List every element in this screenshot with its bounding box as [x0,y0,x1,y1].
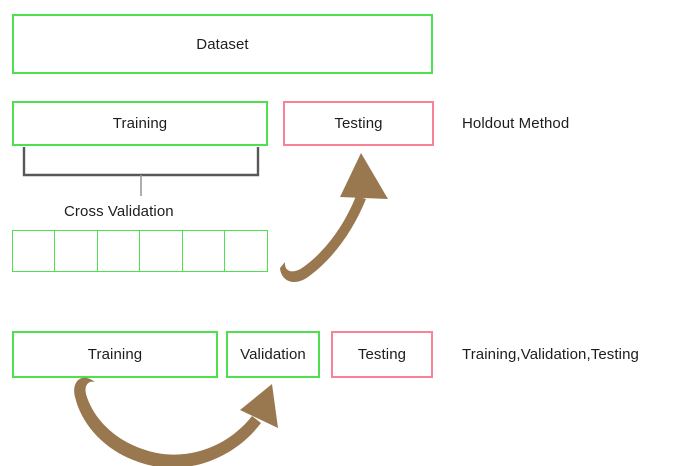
cross-validation-folds [12,230,269,272]
holdout-testing-label: Testing [334,115,383,132]
folds-to-testing-arrow [280,153,388,283]
three-way-validation-box[interactable]: Validation [226,331,320,378]
three-way-split-label: Training,Validation,Testing [462,346,639,363]
three-way-testing-label: Testing [357,346,407,363]
three-way-testing-box[interactable]: Testing [331,331,433,378]
holdout-training-label: Training [112,115,168,132]
holdout-training-box[interactable]: Training [12,101,268,146]
fold-cell[interactable] [181,230,226,272]
fold-cell[interactable] [12,230,56,272]
fold-cell[interactable] [224,230,269,272]
three-way-training-label: Training [87,346,143,363]
three-way-training-box[interactable]: Training [12,331,218,378]
holdout-method-label: Holdout Method [462,115,570,132]
cross-validation-caption: Cross Validation [64,203,174,220]
fold-cell[interactable] [54,230,99,272]
holdout-testing-box[interactable]: Testing [283,101,434,146]
training-to-validation-arrow [74,377,278,466]
fold-cell[interactable] [139,230,184,272]
dataset-box-label: Dataset [196,35,249,53]
three-way-validation-label: Validation [240,346,306,363]
training-to-cross-validation-bracket [22,147,260,196]
dataset-box[interactable]: Dataset [12,14,433,74]
fold-cell[interactable] [96,230,141,272]
